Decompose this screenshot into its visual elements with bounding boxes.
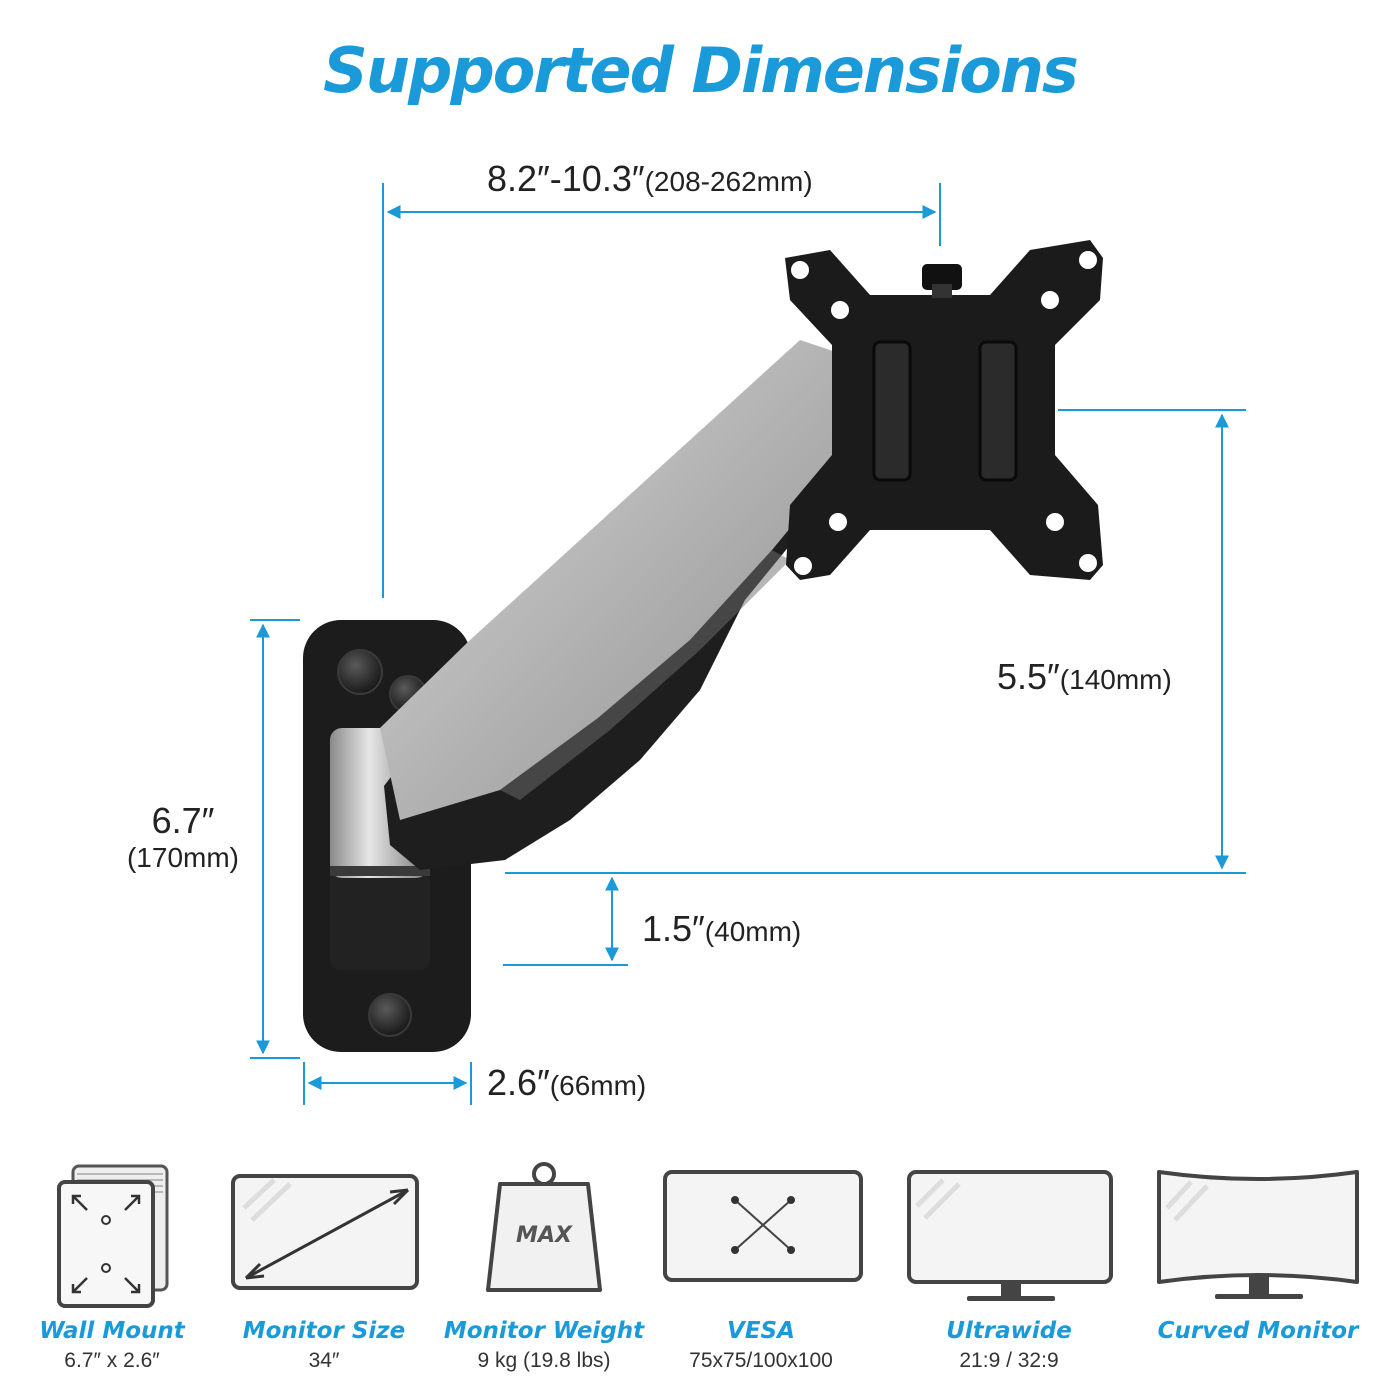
tilt-height-main: 5.5″ (997, 656, 1060, 697)
feature-name: Monitor Size (242, 1318, 406, 1344)
wall-mount-icon (57, 1164, 169, 1308)
feature-monitor-weight: MAX Monitor Weight 9 kg (19.8 lbs) (434, 1160, 654, 1372)
feature-name: Monitor Weight (443, 1318, 645, 1344)
feature-value: 34″ (308, 1349, 340, 1372)
plate-width-main: 2.6″ (487, 1062, 550, 1103)
plate-width-label: 2.6″(66mm) (487, 1062, 646, 1104)
vesa-plate (785, 240, 1103, 580)
feature-value: 9 kg (19.8 lbs) (477, 1349, 611, 1372)
feature-value: 75x75/100x100 (689, 1349, 833, 1372)
dimension-lines (250, 183, 1246, 1105)
feature-name: Curved Monitor (1157, 1318, 1359, 1344)
arm-length-main: 8.2″-10.3″ (487, 158, 645, 199)
feature-ultrawide: Ultrawide 21:9 / 32:9 (899, 1160, 1119, 1372)
monitor-size-icon (231, 1174, 419, 1290)
feature-value: 21:9 / 32:9 (959, 1349, 1059, 1372)
plate-height-label: 6.7″ (170mm) (108, 800, 258, 874)
weight-max-text: MAX (516, 1223, 573, 1248)
plate-width-metric: (66mm) (549, 1070, 647, 1101)
feature-curved-monitor: Curved Monitor (1148, 1160, 1368, 1344)
plate-height-metric: (170mm) (126, 842, 239, 873)
arm-length-metric: (208-262mm) (644, 166, 813, 197)
arm-length-label: 8.2″-10.3″(208-262mm) (487, 158, 813, 200)
mount-diagram (250, 183, 1246, 1105)
plate-height-main: 6.7″ (151, 800, 215, 841)
feature-wall-mount: Wall Mount 6.7″ x 2.6″ (2, 1160, 222, 1372)
pole-offset-label: 1.5″(40mm) (642, 908, 801, 950)
ultrawide-monitor-icon (907, 1170, 1113, 1301)
feature-value: 6.7″ x 2.6″ (64, 1349, 160, 1372)
page-title: Supported Dimensions (323, 34, 1079, 107)
tilt-height-label: 5.5″(140mm) (997, 656, 1172, 698)
pole-offset-metric: (40mm) (704, 916, 802, 947)
tilt-height-metric: (140mm) (1059, 664, 1172, 695)
vesa-icon (663, 1170, 863, 1282)
feature-monitor-size: Monitor Size 34″ (214, 1160, 434, 1372)
feature-name: VESA (727, 1318, 795, 1344)
weight-icon: MAX (486, 1162, 602, 1292)
curved-monitor-icon (1157, 1170, 1359, 1299)
feature-vesa: VESA 75x75/100x100 (651, 1160, 871, 1372)
feature-name: Wall Mount (39, 1318, 185, 1344)
arm-silver-cover (380, 340, 845, 820)
feature-name: Ultrawide (946, 1318, 1072, 1344)
pole-offset-main: 1.5″ (642, 908, 705, 949)
